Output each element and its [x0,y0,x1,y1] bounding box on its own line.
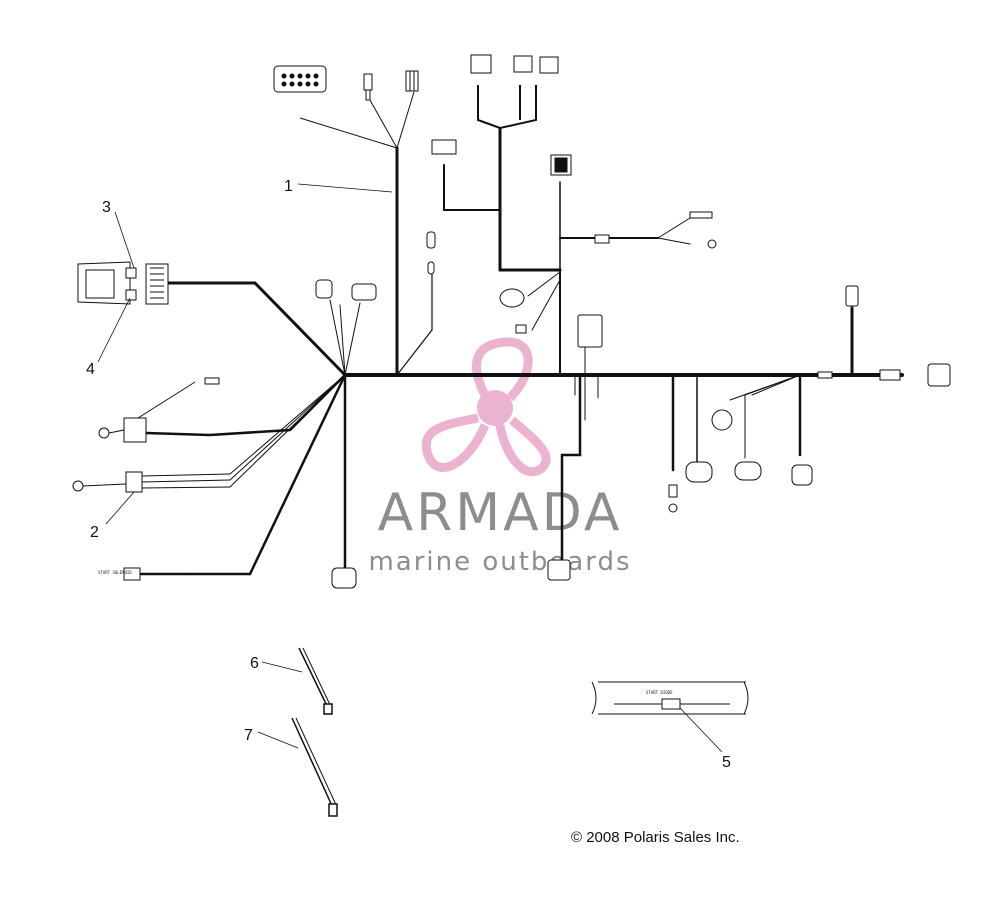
oval-connector-c [791,464,813,486]
start-diode-assembly [591,681,749,715]
ground-terminal [515,324,527,334]
center-connector [577,314,603,348]
terminal-block-2 [125,471,143,493]
quad-connector-a [315,279,333,299]
callout-7: 7 [244,727,253,744]
round-connector-b [711,409,733,431]
relay-1 [470,54,492,74]
callout-leaders [97,183,723,753]
watermark-tagline: marine outboards [368,547,631,577]
plug-right-upper [845,285,859,307]
terminal-connector [363,73,373,91]
round-connector-a [499,288,525,308]
oval-connector-a [685,461,713,483]
watermark-logo: ARMADA marine outboards [368,337,631,577]
connector-item-4 [125,289,137,301]
callout-3: 3 [102,199,111,216]
callout-5: 5 [722,754,731,771]
cable-tie-6 [298,647,329,709]
copyright-notice: © 2008 Polaris Sales Inc. [571,829,740,846]
cable-tie-7 [291,717,334,809]
ecu-connector-group [77,261,212,305]
callout-6: 6 [250,655,259,672]
connector-item-3 [125,267,137,279]
oval-connector-b [734,461,762,481]
multi-pin-connector [273,65,327,93]
callout-1: 1 [284,178,293,195]
watermark-name: ARMADA [378,483,623,543]
eyelet-terminal [668,484,678,498]
top-connectors [273,65,419,149]
bottom-connector-center [547,559,571,581]
start-diode [661,698,681,710]
relay-2 [513,55,533,73]
flat-connector [405,70,419,92]
fuse-block [431,139,457,155]
relay-3 [539,56,559,74]
terminal-block-a [123,417,147,443]
relays [431,54,572,176]
battery-branch [72,377,231,581]
cable-ties [291,647,338,817]
quad-connector-b [351,283,377,301]
end-connector [927,363,951,387]
start-solenoid-label: START SOLENOID [98,570,132,575]
pin-connector-a [426,231,436,249]
bottom-connector-left [331,567,357,589]
small-connectors [315,211,951,589]
propeller-hub-icon [477,390,513,426]
callout-4: 4 [86,361,95,378]
propeller-icon [421,337,551,477]
start-diode-label: START DIODE [646,690,673,695]
callout-2: 2 [90,524,99,541]
